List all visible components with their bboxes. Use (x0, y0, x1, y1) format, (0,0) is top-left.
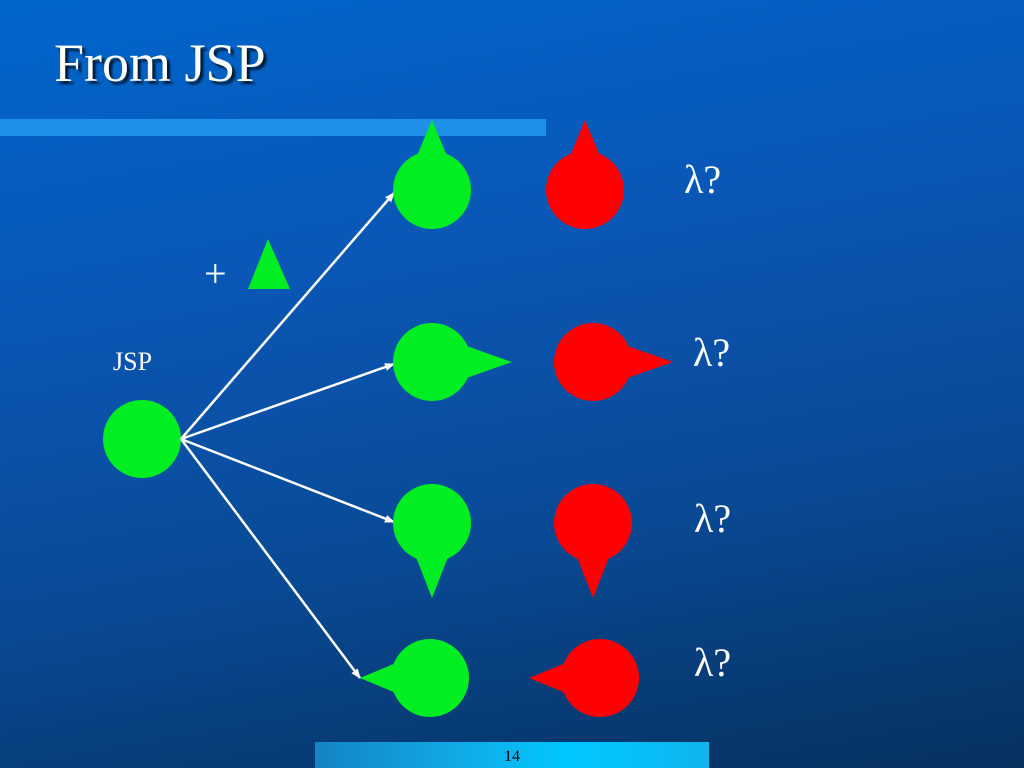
red-shape-down (554, 484, 632, 598)
slide-title: From JSP (54, 33, 266, 93)
question-label-1: λ? (684, 157, 721, 202)
green-shape-up (393, 120, 471, 229)
question-label-4: λ? (694, 640, 731, 685)
arrow-to-left-shape (179, 438, 362, 679)
footer-band: 14 (315, 742, 709, 768)
jsp-source-circle (103, 400, 181, 478)
plus-label: + (204, 251, 227, 296)
green-shape-down (393, 484, 471, 598)
green-triangle-icon (248, 239, 290, 289)
red-shape-left (529, 639, 639, 717)
green-shape-left (360, 639, 469, 717)
title-underline-bar (0, 119, 546, 136)
green-shape-right (393, 323, 512, 401)
jsp-label: JSP (113, 347, 152, 376)
question-label-2: λ? (693, 330, 730, 375)
red-shape-right (554, 323, 673, 401)
page-number: 14 (504, 748, 520, 765)
arrow-to-right-shape (180, 362, 395, 441)
question-label-3: λ? (694, 496, 731, 541)
arrow-to-down-shape (180, 437, 395, 524)
red-shape-up (546, 120, 624, 229)
arrow-to-up-shape (180, 192, 395, 440)
